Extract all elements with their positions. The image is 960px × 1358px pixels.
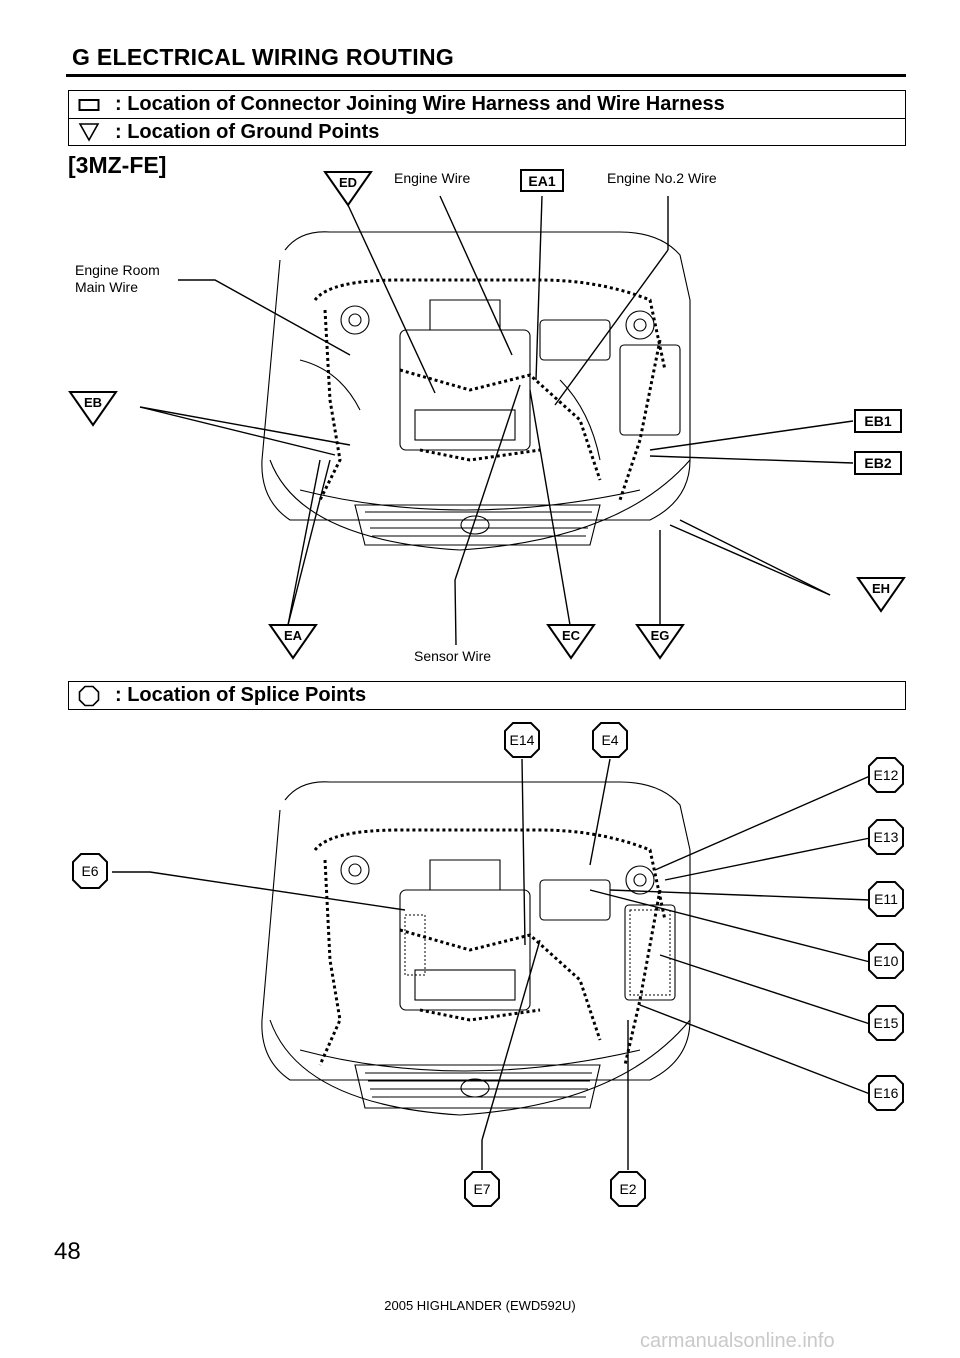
- splice-e2: E2: [610, 1171, 646, 1207]
- splice-e14-label: E14: [510, 732, 535, 748]
- page-number: 48: [54, 1238, 81, 1265]
- splice-octagon-icon: [73, 685, 105, 707]
- ground-ea: EA: [268, 624, 318, 660]
- connector-ea1: EA1: [520, 169, 564, 192]
- splice-e11: E11: [868, 881, 904, 917]
- harness-routing: [313, 278, 667, 501]
- splice-e4-label: E4: [601, 732, 618, 748]
- splice-e4: E4: [592, 722, 628, 758]
- splice-e14: E14: [504, 722, 540, 758]
- connector-eb2-label: EB2: [864, 455, 891, 471]
- legend-box-top: : Location of Connector Joining Wire Har…: [68, 90, 906, 146]
- ground-eb: EB: [68, 391, 118, 427]
- splice-e7-label: E7: [473, 1181, 490, 1197]
- splice-e12: E12: [868, 757, 904, 793]
- ground-triangle-icon: [73, 122, 105, 142]
- splice-e6: E6: [72, 853, 108, 889]
- connector-rect-icon: [73, 98, 105, 112]
- sensor-wire-label: Sensor Wire: [414, 648, 492, 664]
- title-rule: [66, 74, 906, 77]
- ground-ed: ED: [323, 171, 373, 207]
- splice-e13: E13: [868, 819, 904, 855]
- ground-points-diagram: ED EB EA EC EG EH EA1 EB1 EB2: [68, 169, 906, 660]
- splice-e2-label: E2: [619, 1181, 636, 1197]
- ground-ec: EC: [546, 624, 596, 660]
- splice-e16-label: E16: [874, 1085, 899, 1101]
- splice-e12-label: E12: [874, 767, 899, 783]
- legend-ground-row: : Location of Ground Points: [69, 118, 905, 145]
- legend-splice-row: : Location of Splice Points: [69, 682, 905, 709]
- ground-eh-label: EH: [872, 581, 890, 596]
- ground-ec-label: EC: [562, 628, 581, 643]
- ground-ea-label: EA: [284, 628, 303, 643]
- ground-eg-label: EG: [651, 628, 670, 643]
- engine-bay-drawing: [261, 231, 691, 551]
- connector-ea1-label: EA1: [528, 173, 555, 189]
- engine-label: [3MZ-FE]: [68, 152, 167, 178]
- document-id: 2005 HIGHLANDER (EWD592U): [384, 1298, 576, 1313]
- engine-bay-drawing-2: [261, 781, 691, 1116]
- engine-wire-label: Engine Wire: [394, 170, 471, 186]
- legend-ground-text: : Location of Ground Points: [115, 120, 380, 143]
- splice-e11-label: E11: [874, 891, 898, 907]
- connector-eb1: EB1: [854, 409, 902, 433]
- splice-e10: E10: [868, 943, 904, 979]
- watermark: carmanualsonline.info: [640, 1330, 835, 1352]
- page-title: G ELECTRICAL WIRING ROUTING: [72, 44, 455, 70]
- splice-e15: E15: [868, 1005, 904, 1041]
- splice-area-hatch: [404, 909, 671, 996]
- legend-splice-text: : Location of Splice Points: [115, 684, 367, 706]
- engine-room-main-wire-label-1: Engine Room: [75, 262, 160, 278]
- connector-eb1-label: EB1: [864, 413, 891, 429]
- ground-ed-label: ED: [339, 175, 357, 190]
- engine-room-main-wire-label-2: Main Wire: [75, 279, 139, 295]
- leader-lines: [139, 195, 854, 646]
- legend-box-splice: : Location of Splice Points: [68, 681, 906, 710]
- harness-routing-2: [313, 828, 667, 1066]
- ground-eh: EH: [856, 577, 906, 613]
- splice-e10-label: E10: [874, 953, 899, 969]
- splice-e16: E16: [868, 1075, 904, 1111]
- splice-e6-label: E6: [81, 863, 98, 879]
- splice-e7: E7: [464, 1171, 500, 1207]
- ground-eb-label: EB: [84, 395, 102, 410]
- ground-eg: EG: [635, 624, 685, 660]
- engine-no2-wire-label: Engine No.2 Wire: [607, 170, 717, 186]
- legend-connector-row: : Location of Connector Joining Wire Har…: [69, 91, 905, 118]
- legend-connector-text: : Location of Connector Joining Wire Har…: [115, 93, 725, 115]
- splice-e13-label: E13: [874, 829, 899, 845]
- splice-leader-lines: [112, 758, 871, 1170]
- splice-points-diagram: E14 E4 E12 E6 E13 E11 E10 E15 E16 E7 E2: [72, 722, 904, 1207]
- connector-eb2: EB2: [854, 451, 902, 475]
- splice-e15-label: E15: [874, 1015, 899, 1031]
